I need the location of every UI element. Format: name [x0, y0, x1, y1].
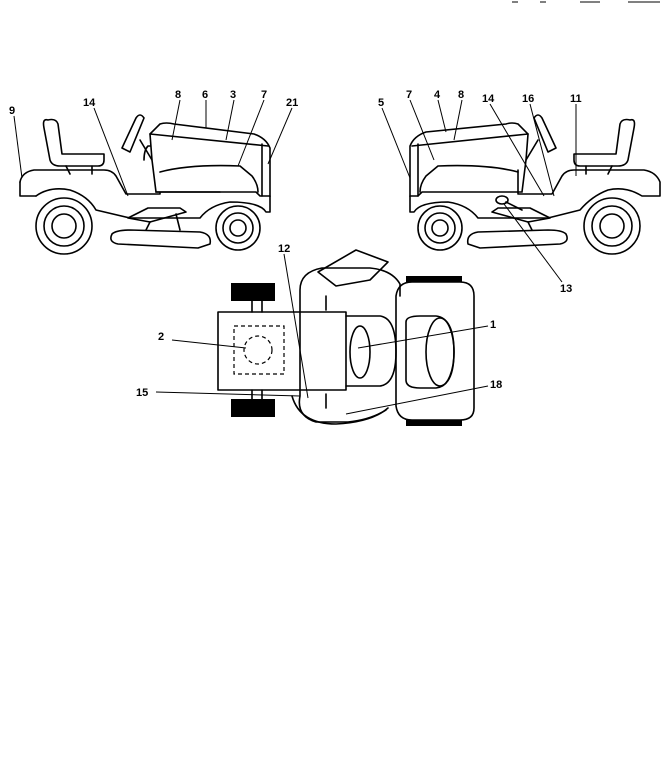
callouts-right-view: 5 7 4 8 14 16 11 13 — [378, 89, 582, 295]
callout-1-top: 1 — [490, 319, 496, 331]
callout-2-top: 2 — [158, 331, 164, 343]
rear-right-tire — [406, 420, 462, 426]
left-side-view-tractor — [19, 114, 271, 255]
callout-8-left: 8 — [175, 89, 181, 101]
callout-9-left: 9 — [9, 105, 15, 117]
callout-14-right: 14 — [482, 93, 495, 105]
callout-7-left: 7 — [261, 89, 267, 101]
callout-18-top: 18 — [490, 379, 502, 391]
callout-7-right: 7 — [406, 89, 412, 101]
callouts-left-view: 9 14 8 6 3 7 21 — [9, 89, 298, 117]
callout-5-right: 5 — [378, 97, 384, 109]
callouts-top-view: 12 2 1 15 18 — [136, 243, 502, 399]
right-side-view-tractor — [409, 114, 661, 255]
front-right-tire — [231, 399, 275, 417]
callout-13-right: 13 — [560, 283, 572, 295]
callout-15-top: 15 — [136, 387, 148, 399]
callout-16-right: 16 — [522, 93, 534, 105]
callout-3-left: 3 — [230, 89, 236, 101]
callout-12-top: 12 — [278, 243, 290, 255]
rear-left-tire — [406, 276, 462, 282]
callout-14-left: 14 — [83, 97, 96, 109]
leader-lines — [13, 99, 577, 415]
front-left-tire — [231, 283, 275, 301]
callout-21-left: 21 — [286, 97, 298, 109]
callout-6-left: 6 — [202, 89, 208, 101]
top-view-tractor — [217, 249, 475, 426]
callout-4-right: 4 — [434, 89, 441, 101]
callout-11-right: 11 — [570, 93, 582, 105]
callout-8-right: 8 — [458, 89, 464, 101]
